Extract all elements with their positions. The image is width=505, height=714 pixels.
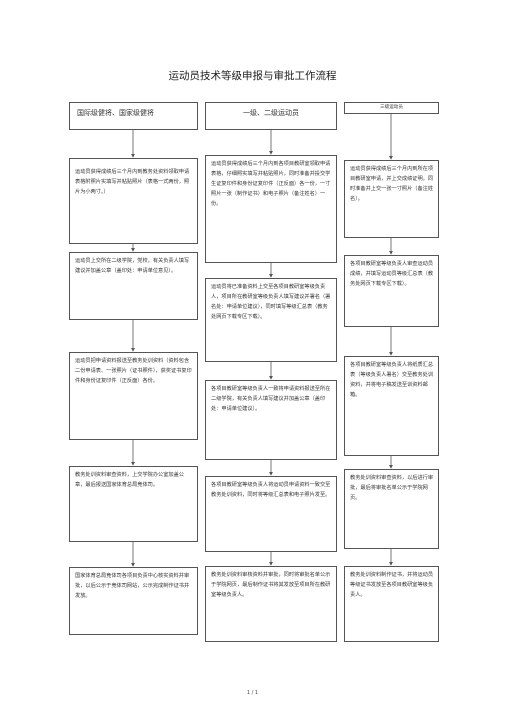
step-box: 运动员把申请资料报送至教务处训资料（资料包含二份申请表、一张照片（证书照件），获… [69, 352, 198, 440]
step-box: 教务处训资料制作证书，并将运动员等级证书发放至各项目教研室等级负责人。 [344, 566, 439, 642]
step-box: 各项目教研室等级负责人审查运动员成绩，并填写运动员等级汇总表（教务处网页下载专区… [344, 255, 439, 327]
step-box: 运动员获得成绩后三个月内到教务处资料领取申请表格附照片实填写并粘贴照片（表格一式… [69, 158, 198, 244]
step-box: 各项目教研室等级负责人一致将申请资料报送至所在二级学院，有关负责人填写建议并加盖… [205, 380, 337, 460]
step-box: 运动员将已准备资料上交至各项目教研室等级负责人，项目所在教研室等级负责人填写建议… [205, 278, 337, 362]
header-column-3: 三级运动员 [344, 102, 439, 114]
step-box: 教务处训资料审查资料，上交学院办公室加盖公章，最后报送国家体育总局竞体司。 [69, 466, 198, 542]
step-box: 教务处训资料审核资料并审批，同时将审批名单公示于学院网页，最后制作证书将其发放至… [205, 566, 337, 642]
page-number: 1 / 1 [246, 690, 259, 696]
step-box: 运动员上交所在二级学院，党校，有关负责人填写建议并加盖公章（盖印处：申请单位意见… [69, 252, 198, 320]
header-column-1: 国际级健将、国家级健将 [69, 102, 198, 130]
step-box: 运动员获得成绩后三个月内到所在项目教研室申请，并上交成绩证明，同时准备并上交一张… [344, 160, 439, 238]
step-box: 教务处训资料审查资料，以后进行审批，最后将审批名单公示于学院网页。 [344, 469, 439, 549]
step-box: 运动员获得成绩后三个月内到各项目教研室领取申请表格，仔细照实填写并粘贴照片，同时… [205, 155, 337, 263]
header-column-2: 一级、二级运动员 [205, 102, 337, 130]
step-box: 各项目教研室等级负责人将运动员申请资料一致交至教务处训资料，同时将等级汇总表和电… [205, 476, 337, 552]
step-box: 国家体育总局竞体司各项目负责中心核实资料并审批，以后公示于竞体司网站，公示完成制… [69, 567, 198, 635]
step-box: 各项目教研室等级负责人将纸质汇总表（等级负责人署名）交至教务处训资料，并将电子稿… [344, 356, 439, 456]
page-title: 运动员技术等级申报与审批工作流程 [168, 70, 337, 82]
